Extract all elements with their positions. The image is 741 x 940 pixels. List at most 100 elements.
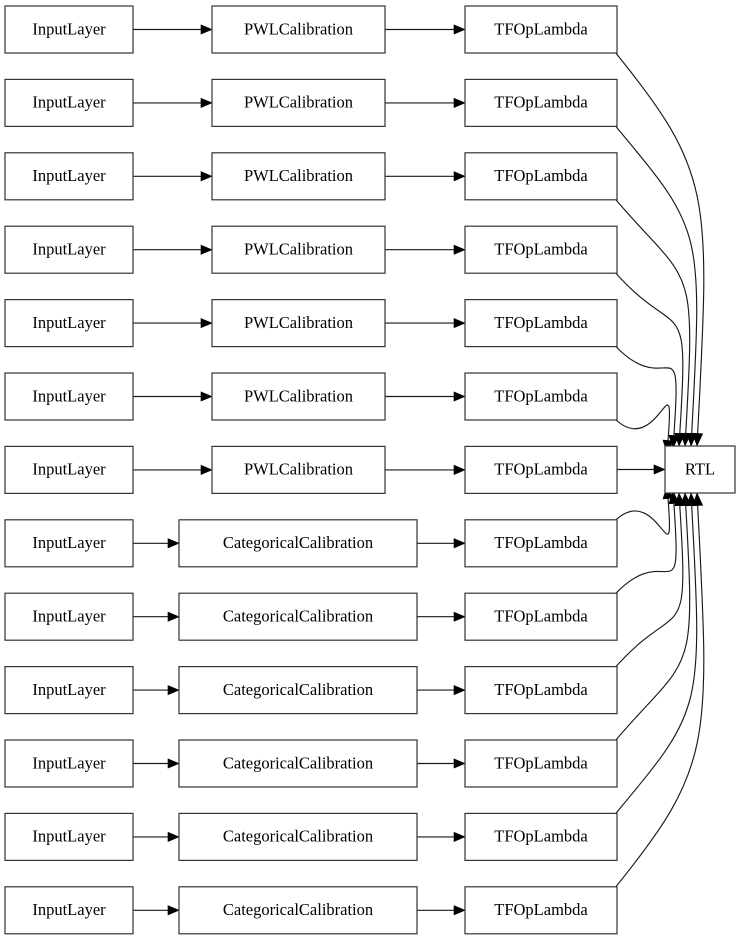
- node-calibration-0-box[interactable]: [211, 5, 386, 54]
- node-input-layer-6[interactable]: InputLayer: [4, 445, 134, 494]
- edge-lambda-to-rtl-7: [614, 485, 674, 535]
- node-calibration-4[interactable]: PWLCalibration: [211, 299, 386, 348]
- node-tfoplambda-10-box[interactable]: [464, 739, 618, 788]
- node-input-layer-8[interactable]: InputLayer: [4, 592, 134, 641]
- node-tfoplambda-1[interactable]: TFOpLambda: [464, 78, 618, 128]
- node-calibration-2[interactable]: PWLCalibration: [211, 152, 386, 201]
- node-calibration-7-box[interactable]: [178, 519, 418, 568]
- node-calibration-8[interactable]: CategoricalCalibration: [178, 592, 418, 641]
- node-tfoplambda-3-box[interactable]: [464, 225, 618, 274]
- node-tfoplambda-0-box[interactable]: [464, 5, 618, 54]
- node-rtl-output-box[interactable]: [664, 445, 736, 494]
- node-calibration-8-box[interactable]: [178, 592, 418, 641]
- edge-calibration-to-lambda-3: [385, 244, 466, 255]
- node-input-layer-12[interactable]: InputLayer: [4, 886, 134, 935]
- edge-calibration-to-lambda-6-arrowhead: [453, 464, 466, 475]
- node-tfoplambda-12[interactable]: TFOpLambda: [464, 886, 618, 935]
- node-tfoplambda-2-label: TFOpLambda: [494, 166, 588, 185]
- node-calibration-2-box[interactable]: [211, 152, 386, 201]
- node-input-layer-10[interactable]: InputLayer: [4, 739, 134, 788]
- node-rtl-output[interactable]: RTL: [664, 445, 736, 494]
- node-tfoplambda-1-box[interactable]: [464, 78, 618, 128]
- node-input-layer-3[interactable]: InputLayer: [4, 225, 134, 274]
- node-tfoplambda-2[interactable]: TFOpLambda: [464, 152, 618, 201]
- node-tfoplambda-9-box[interactable]: [464, 665, 618, 715]
- node-input-layer-12-box[interactable]: [4, 886, 134, 935]
- node-calibration-10-box[interactable]: [178, 739, 418, 788]
- node-tfoplambda-7[interactable]: TFOpLambda: [464, 519, 618, 568]
- node-input-layer-0-box[interactable]: [4, 5, 134, 54]
- edge-input-to-calibration-0: [133, 24, 213, 35]
- node-input-layer-8-box[interactable]: [4, 592, 134, 641]
- edge-lambda-to-rtl-1-line: [614, 125, 698, 434]
- node-calibration-11[interactable]: CategoricalCalibration: [178, 812, 418, 862]
- node-calibration-0-label: PWLCalibration: [244, 19, 353, 38]
- edge-calibration-to-lambda-8: [417, 611, 466, 622]
- node-input-layer-7-box[interactable]: [4, 519, 134, 568]
- node-input-layer-7[interactable]: InputLayer: [4, 519, 134, 568]
- node-input-layer-9[interactable]: InputLayer: [4, 665, 134, 715]
- node-calibration-7[interactable]: CategoricalCalibration: [178, 519, 418, 568]
- node-input-layer-2[interactable]: InputLayer: [4, 152, 134, 201]
- node-calibration-4-box[interactable]: [211, 299, 386, 348]
- node-input-layer-6-box[interactable]: [4, 445, 134, 494]
- node-tfoplambda-9[interactable]: TFOpLambda: [464, 665, 618, 715]
- node-tfoplambda-3[interactable]: TFOpLambda: [464, 225, 618, 274]
- node-calibration-8-label: CategoricalCalibration: [223, 606, 373, 625]
- node-tfoplambda-11-box[interactable]: [464, 812, 618, 862]
- node-calibration-6-label: PWLCalibration: [244, 460, 353, 479]
- node-input-layer-5-box[interactable]: [4, 372, 134, 421]
- node-tfoplambda-10[interactable]: TFOpLambda: [464, 739, 618, 788]
- node-calibration-11-box[interactable]: [178, 812, 418, 862]
- node-tfoplambda-4[interactable]: TFOpLambda: [464, 299, 618, 348]
- node-calibration-6[interactable]: PWLCalibration: [211, 445, 386, 494]
- node-input-layer-11-box[interactable]: [4, 812, 134, 862]
- node-input-layer-10-box[interactable]: [4, 739, 134, 788]
- edge-calibration-to-lambda-12-arrowhead: [453, 905, 466, 916]
- node-calibration-5-label: PWLCalibration: [244, 386, 353, 405]
- node-calibration-3[interactable]: PWLCalibration: [211, 225, 386, 274]
- node-calibration-6-box[interactable]: [211, 445, 386, 494]
- node-input-layer-2-box[interactable]: [4, 152, 134, 201]
- node-tfoplambda-6-box[interactable]: [464, 445, 618, 494]
- node-input-layer-11[interactable]: InputLayer: [4, 812, 134, 862]
- node-calibration-10[interactable]: CategoricalCalibration: [178, 739, 418, 788]
- edge-lambda-to-rtl-5: [614, 404, 674, 454]
- node-input-layer-4[interactable]: InputLayer: [4, 299, 134, 348]
- node-calibration-12[interactable]: CategoricalCalibration: [178, 886, 418, 935]
- edge-lambda-to-rtl-0: [614, 51, 705, 447]
- edge-calibration-to-lambda-6: [385, 464, 466, 475]
- node-tfoplambda-6[interactable]: TFOpLambda: [464, 445, 618, 494]
- node-tfoplambda-4-box[interactable]: [464, 299, 618, 348]
- node-input-layer-3-box[interactable]: [4, 225, 134, 274]
- node-calibration-1[interactable]: PWLCalibration: [211, 78, 386, 128]
- edge-input-to-calibration-1: [133, 97, 213, 108]
- node-calibration-0[interactable]: PWLCalibration: [211, 5, 386, 54]
- node-calibration-5-box[interactable]: [211, 372, 386, 421]
- node-tfoplambda-2-box[interactable]: [464, 152, 618, 201]
- node-calibration-5[interactable]: PWLCalibration: [211, 372, 386, 421]
- node-input-layer-4-box[interactable]: [4, 299, 134, 348]
- edge-calibration-to-lambda-0: [385, 24, 466, 35]
- edge-lambda-to-rtl-8: [614, 490, 680, 595]
- node-input-layer-5[interactable]: InputLayer: [4, 372, 134, 421]
- node-tfoplambda-7-box[interactable]: [464, 519, 618, 568]
- node-tfoplambda-8[interactable]: TFOpLambda: [464, 592, 618, 641]
- node-input-layer-1[interactable]: InputLayer: [4, 78, 134, 128]
- node-tfoplambda-12-box[interactable]: [464, 886, 618, 935]
- node-calibration-12-box[interactable]: [178, 886, 418, 935]
- node-calibration-3-box[interactable]: [211, 225, 386, 274]
- node-input-layer-9-box[interactable]: [4, 665, 134, 715]
- node-tfoplambda-5[interactable]: TFOpLambda: [464, 372, 618, 421]
- node-input-layer-0[interactable]: InputLayer: [4, 5, 134, 54]
- node-input-layer-1-box[interactable]: [4, 78, 134, 128]
- node-calibration-1-box[interactable]: [211, 78, 386, 128]
- node-tfoplambda-12-label: TFOpLambda: [494, 900, 588, 919]
- node-calibration-9[interactable]: CategoricalCalibration: [178, 665, 418, 715]
- node-tfoplambda-11[interactable]: TFOpLambda: [464, 812, 618, 862]
- node-tfoplambda-0[interactable]: TFOpLambda: [464, 5, 618, 54]
- node-tfoplambda-5-box[interactable]: [464, 372, 618, 421]
- node-tfoplambda-8-box[interactable]: [464, 592, 618, 641]
- node-calibration-9-box[interactable]: [178, 665, 418, 715]
